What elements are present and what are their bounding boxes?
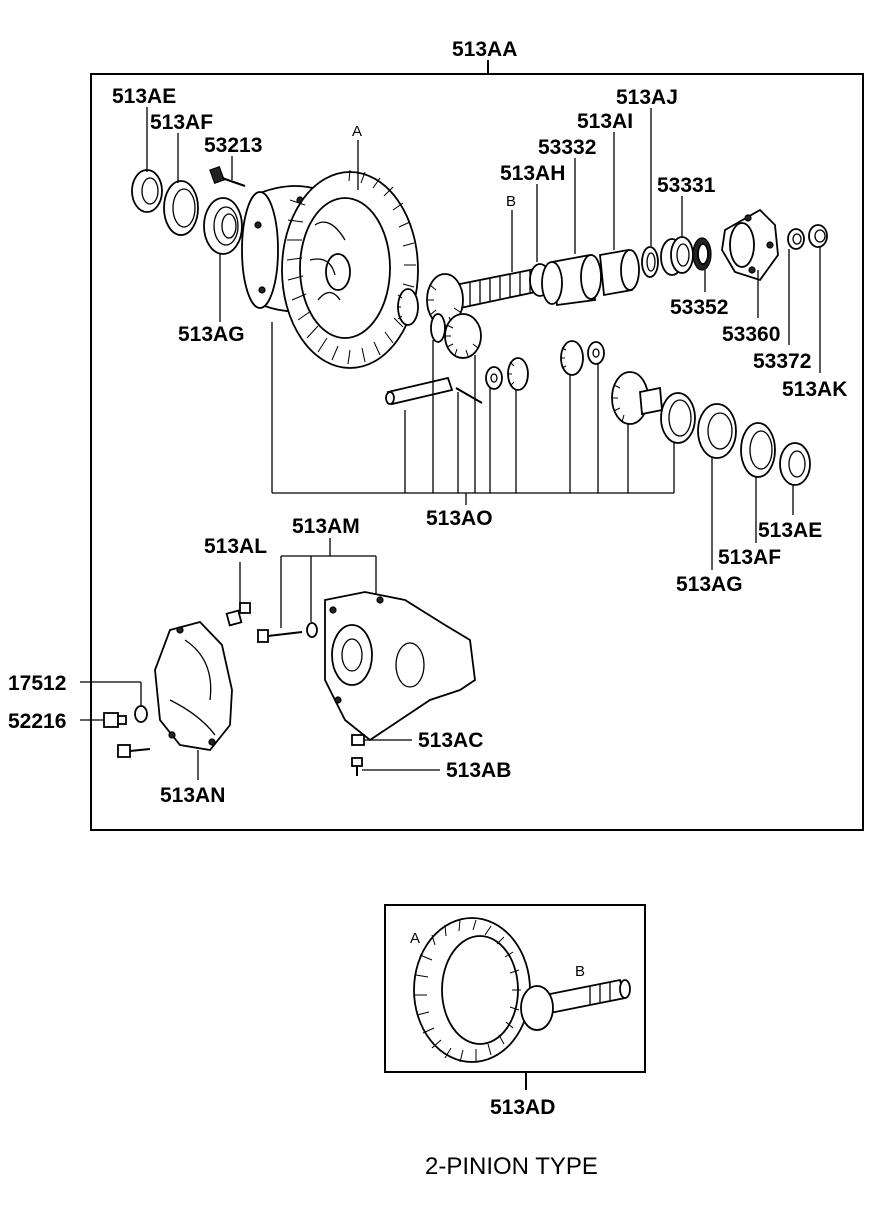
label-53352[interactable]: 53352 <box>670 296 728 319</box>
drain-plug-17512 <box>134 705 148 723</box>
oil-seal-53352 <box>692 237 712 271</box>
label-53360[interactable]: 53360 <box>722 323 780 346</box>
rear-cover-513AN <box>154 620 233 751</box>
spacer-513AJ <box>641 246 659 278</box>
label-53332[interactable]: 53332 <box>538 136 596 159</box>
bolt-513AB <box>351 757 363 776</box>
pinion-mate-gear <box>444 313 482 359</box>
breather-plug-513AL <box>225 602 251 627</box>
oil-seal-left <box>131 169 163 213</box>
diagram-caption: 2-PINION TYPE <box>425 1153 598 1180</box>
label-513AM[interactable]: 513AM <box>292 515 360 538</box>
label-513AN[interactable]: 513AN <box>160 784 225 807</box>
label-53331[interactable]: 53331 <box>657 174 716 197</box>
label-17512[interactable]: 17512 <box>8 672 66 695</box>
marker-b: B <box>506 193 516 210</box>
pinion-bearing-inner <box>541 253 602 307</box>
label-53372[interactable]: 53372 <box>753 350 811 373</box>
label-513AG-right[interactable]: 513AG <box>676 573 743 596</box>
label-513AK[interactable]: 513AK <box>782 378 847 401</box>
lock-pin <box>455 387 483 404</box>
nut-513AK <box>808 224 828 248</box>
thrust-washer-center <box>430 313 446 343</box>
label-513AB[interactable]: 513AB <box>446 759 511 782</box>
cover-bolt <box>117 744 151 758</box>
thrust-washer-a <box>485 366 503 390</box>
label-513AE-right[interactable]: 513AE <box>758 519 822 542</box>
marker-a-sub: A <box>410 930 420 947</box>
marker-b-sub: B <box>575 963 585 980</box>
label-52216[interactable]: 52216 <box>8 710 66 733</box>
label-513AO[interactable]: 513AO <box>426 507 493 530</box>
housing-washer <box>306 622 318 638</box>
washer-53372 <box>787 228 805 250</box>
label-513AD[interactable]: 513AD <box>490 1096 555 1119</box>
pinion-shaft <box>385 376 454 406</box>
bolt-53213 <box>209 165 246 187</box>
marker-a: A <box>352 123 362 140</box>
label-513AL[interactable]: 513AL <box>204 535 267 558</box>
fill-plug-52216 <box>103 712 127 728</box>
label-513AE-left[interactable]: 513AE <box>112 85 176 108</box>
ring-gear <box>281 169 419 369</box>
oil-seal-right-513AE <box>779 442 811 486</box>
label-513AF-left[interactable]: 513AF <box>150 111 213 134</box>
label-53213[interactable]: 53213 <box>204 134 262 157</box>
bearing-53331 <box>660 236 694 276</box>
pinion-bearing-outer-race <box>599 248 640 297</box>
label-513AF-right[interactable]: 513AF <box>718 546 781 569</box>
thrust-washer-b <box>587 341 605 365</box>
label-513AI[interactable]: 513AI <box>577 110 633 133</box>
label-513AG-left[interactable]: 513AG <box>178 323 245 346</box>
ring-gear-sub <box>413 917 531 1063</box>
pinion-mate-b <box>560 340 584 376</box>
shim-right-513AF <box>740 422 776 478</box>
housing-bolt <box>257 629 303 643</box>
leader-lines <box>80 107 821 780</box>
side-gear-left <box>397 288 419 326</box>
side-gear-right <box>611 371 663 425</box>
label-513AJ[interactable]: 513AJ <box>616 86 678 109</box>
drive-pinion <box>426 266 547 327</box>
label-513AH[interactable]: 513AH <box>500 162 565 185</box>
main-assembly-frame <box>90 73 864 831</box>
drive-pinion-sub <box>520 978 631 1031</box>
carrier-housing <box>324 591 476 742</box>
nut-513AC <box>351 734 365 746</box>
bearing-left <box>203 197 243 255</box>
label-513AC[interactable]: 513AC <box>418 729 483 752</box>
label-513AA[interactable]: 513AA <box>452 38 517 61</box>
companion-flange-53360 <box>721 208 779 282</box>
shim-right-513AG <box>660 392 696 444</box>
ring-pinion-frame <box>384 904 646 1073</box>
bearing-right-513AG <box>697 403 737 459</box>
pinion-mate-a <box>507 357 529 391</box>
shim-left <box>163 180 199 236</box>
